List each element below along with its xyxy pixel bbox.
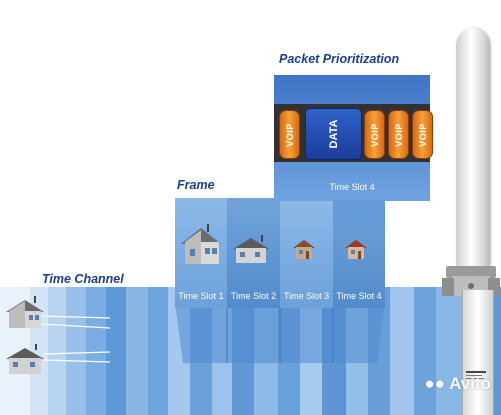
- watermark: ●● Avito: [424, 374, 491, 393]
- house-small-icon: [293, 240, 315, 259]
- voip-packet-1: VOIP: [279, 110, 300, 159]
- frame-funnel: [175, 303, 385, 363]
- house-medium-icon: [233, 235, 269, 263]
- antenna-base: [462, 290, 494, 415]
- frame-slot-1-label: Time Slot 1: [178, 291, 224, 301]
- slot-4-connector: [333, 200, 385, 230]
- frame-title: Frame: [177, 178, 215, 192]
- house-client-top-icon: [6, 296, 44, 328]
- time-channel-title: Time Channel: [42, 272, 124, 286]
- house-large-icon: [181, 224, 221, 264]
- client-links: [39, 315, 110, 363]
- packet-slot-label: Time Slot 4: [329, 182, 375, 192]
- packet-prioritization-title: Packet Prioritization: [279, 52, 400, 66]
- antenna-base-label: [466, 371, 486, 379]
- house-small-red-icon: [345, 240, 367, 259]
- data-packet: DATA: [305, 108, 362, 160]
- frame-slot-2-label: Time Slot 2: [230, 291, 277, 301]
- omni-antenna-icon: [456, 28, 490, 268]
- voip-packet-3: VOIP: [388, 110, 409, 159]
- voip-packet-4: VOIP: [412, 110, 433, 159]
- house-client-bottom-icon: [6, 344, 44, 374]
- frame-slot-4-label: Time Slot 4: [336, 291, 382, 301]
- avito-logo-icon: ●●: [424, 374, 446, 393]
- voip-packet-2: VOIP: [364, 110, 385, 159]
- frame-slot-3-label: Time Slot 3: [283, 291, 330, 301]
